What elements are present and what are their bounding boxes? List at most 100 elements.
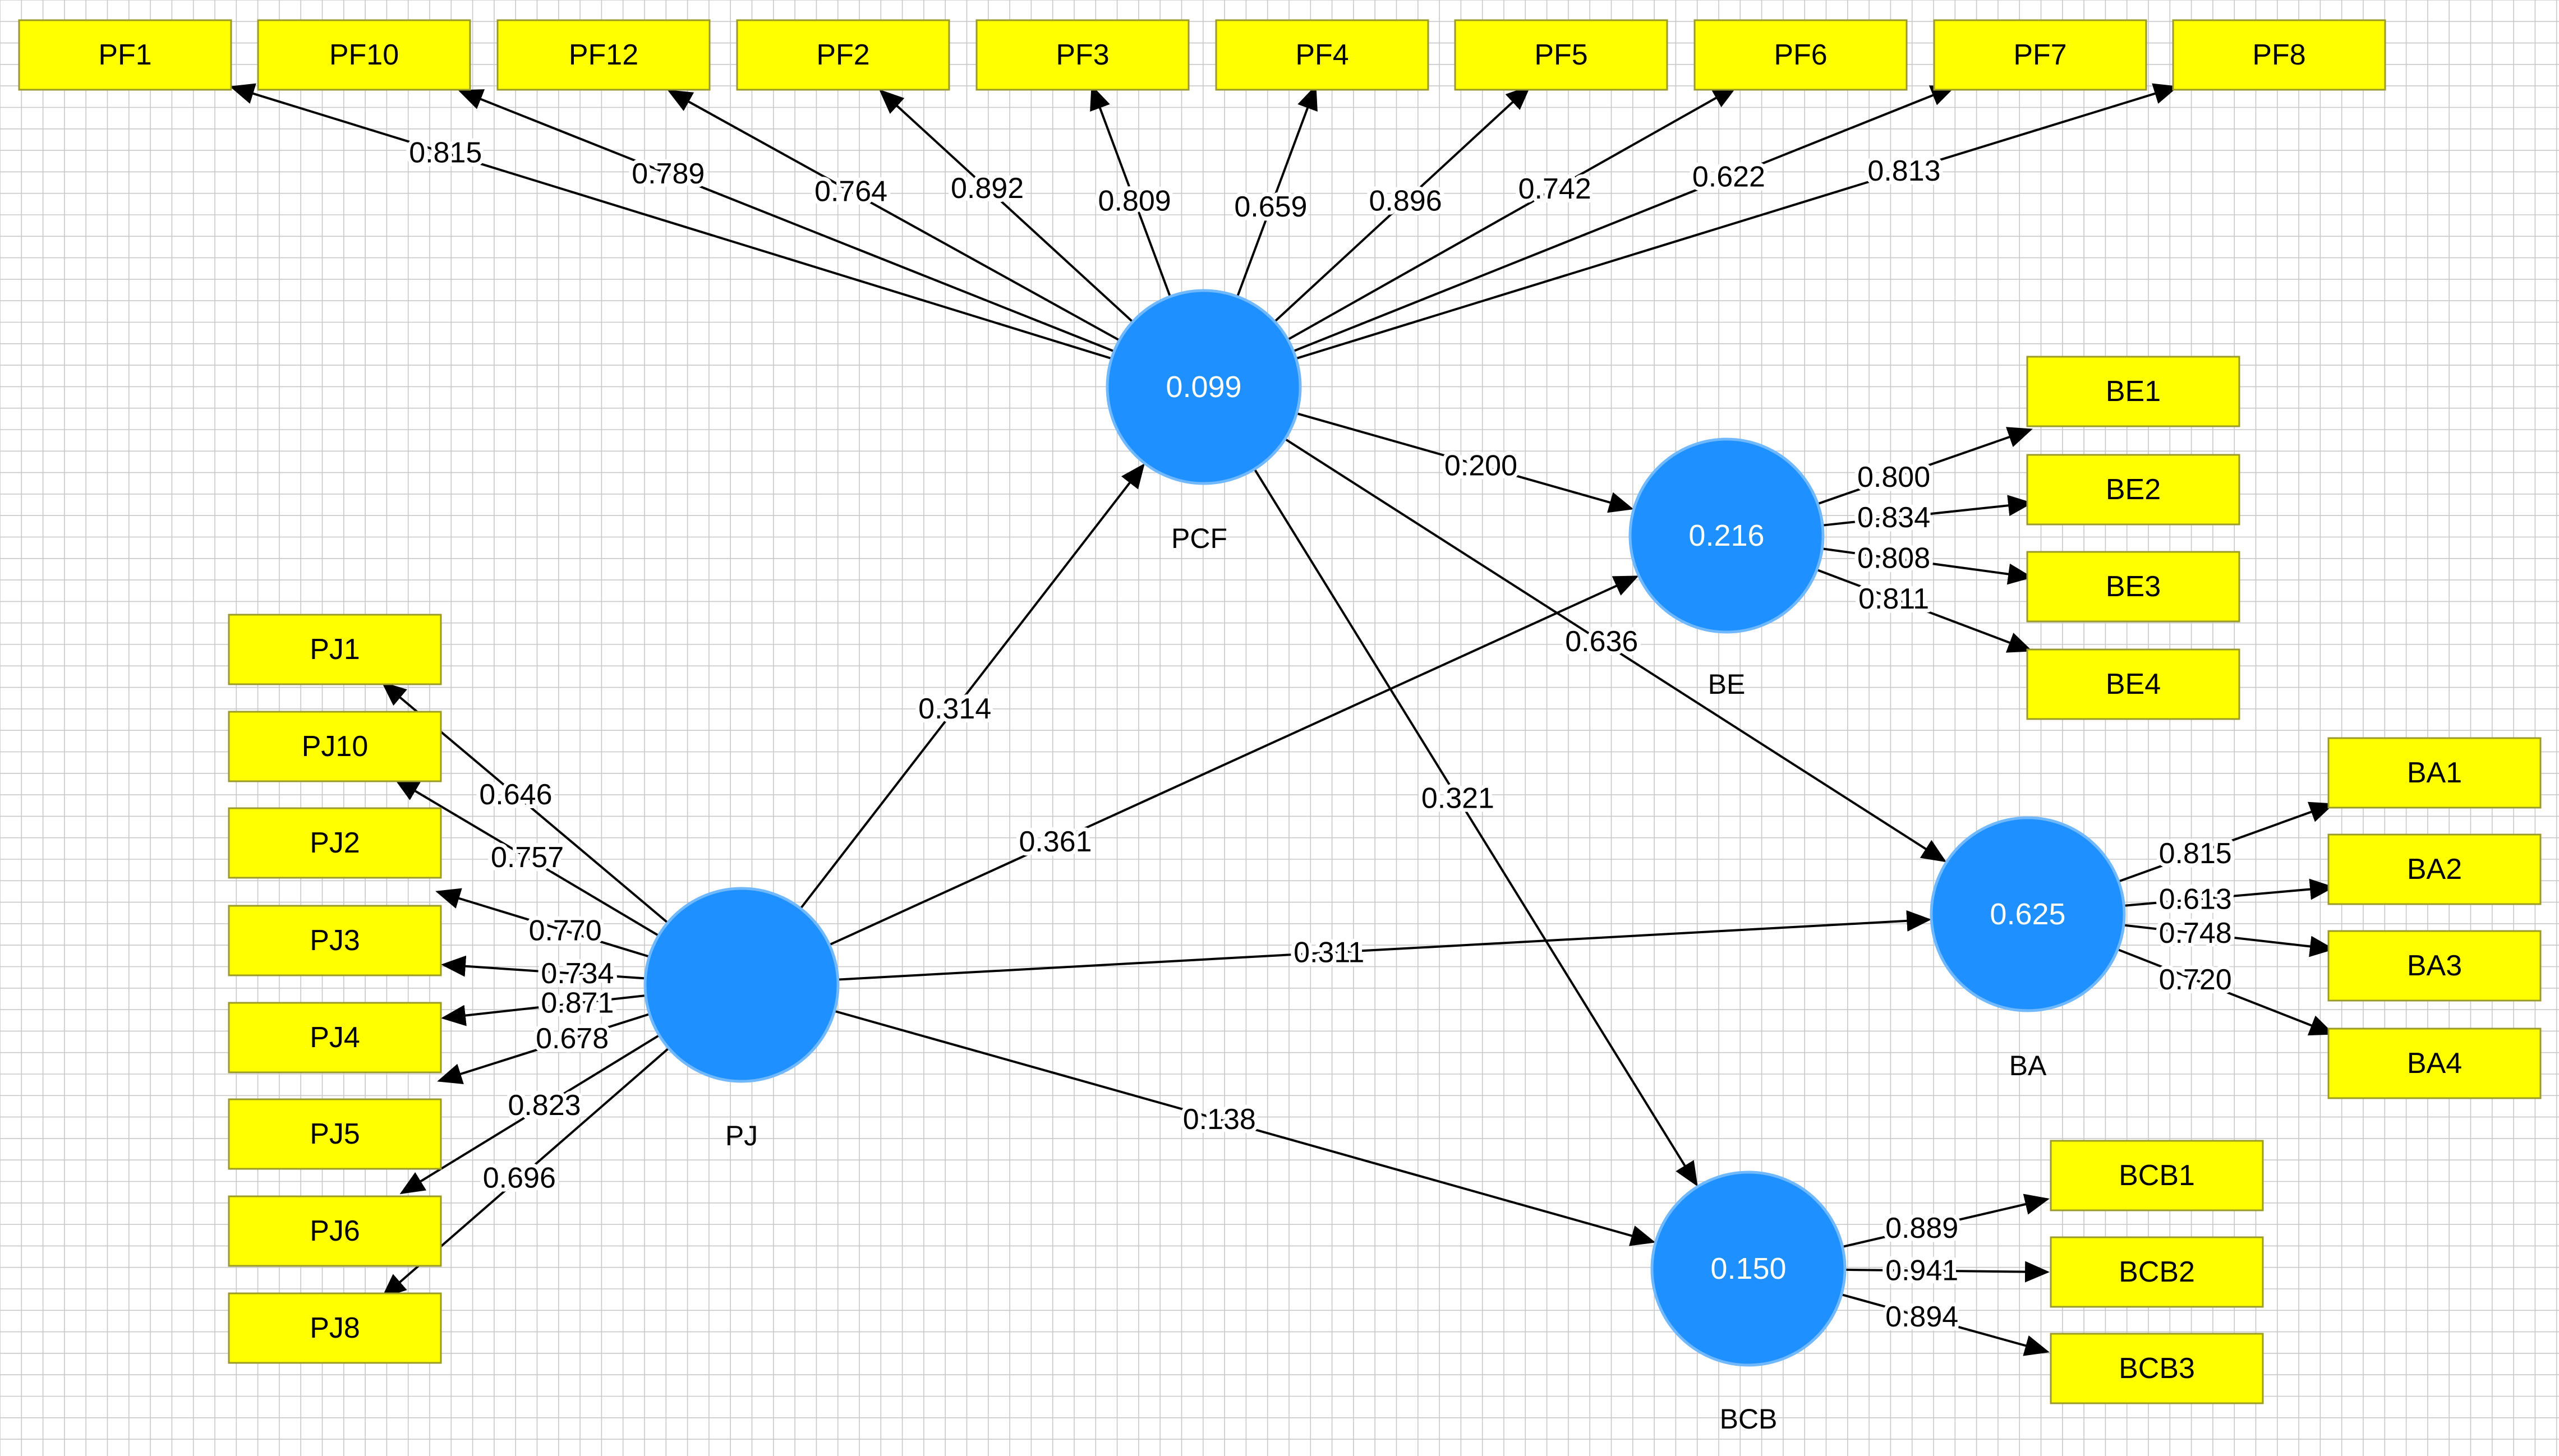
loading-label-pj10: 0.757	[491, 841, 564, 874]
loading-label-be4: 0.811	[1858, 583, 1929, 615]
path-arrow-pj-bcb	[834, 1010, 1656, 1246]
indicator-pf7[interactable]: PF7	[1933, 19, 2147, 91]
loading-label-pf3: 0.809	[1098, 185, 1171, 217]
r-squared-value: 0.625	[1990, 897, 2065, 931]
indicator-name: PJ8	[310, 1312, 360, 1344]
indicator-bcb2[interactable]: BCB2	[2050, 1236, 2264, 1308]
r-squared-value: 0.150	[1710, 1252, 1786, 1285]
loading-arrow-pj4	[441, 994, 646, 1026]
indicator-ba4[interactable]: BA4	[2327, 1028, 2542, 1099]
indicator-pf3[interactable]: PF3	[975, 19, 1190, 91]
path-coefficient-pj-ba: 0.311	[1294, 936, 1364, 969]
indicator-box	[228, 1098, 442, 1170]
loading-arrow-pj2	[435, 888, 650, 958]
loading-label-be2: 0.834	[1857, 501, 1930, 534]
indicator-name: PF3	[1056, 39, 1109, 71]
indicator-name: PJ5	[310, 1118, 360, 1150]
indicator-box	[2026, 356, 2240, 427]
loading-label-pf2: 0.892	[951, 172, 1024, 205]
indicator-box	[228, 1292, 442, 1364]
indicator-pj5[interactable]: PJ5	[228, 1098, 442, 1170]
indicator-pj1[interactable]: PJ1	[228, 614, 442, 685]
loading-arrow-pf2	[879, 89, 1134, 323]
indicator-box	[228, 807, 442, 879]
indicator-pj4[interactable]: PJ4	[228, 1002, 442, 1073]
indicator-name: BCB2	[2119, 1256, 2195, 1288]
loading-arrow-pf10	[458, 89, 1115, 353]
indicator-box	[2026, 454, 2240, 526]
path-arrow-pj-ba	[837, 910, 1932, 981]
indicator-pf6[interactable]: PF6	[1693, 19, 1908, 91]
indicator-box	[1454, 19, 1668, 91]
indicator-name: BE3	[2106, 570, 2161, 603]
construct-label: BE	[1708, 669, 1746, 700]
path-arrow-pcf-bcb	[1253, 468, 1698, 1187]
indicator-pf5[interactable]: PF5	[1454, 19, 1668, 91]
construct-label: PCF	[1171, 523, 1227, 554]
indicator-name: PJ1	[310, 633, 360, 666]
indicator-ba2[interactable]: BA2	[2327, 833, 2542, 905]
indicator-box	[2172, 19, 2386, 91]
loading-label-pj1: 0.646	[479, 778, 552, 811]
construct-circle	[1628, 437, 1825, 634]
indicator-box	[257, 19, 471, 91]
indicator-pj2[interactable]: PJ2	[228, 807, 442, 879]
construct-pj[interactable]: PJ	[643, 887, 840, 1151]
construct-label: PJ	[725, 1120, 758, 1151]
indicator-be3[interactable]: BE3	[2026, 551, 2240, 623]
loading-label-pj6: 0.823	[508, 1089, 581, 1122]
indicator-name: PF1	[98, 39, 151, 71]
loading-label-bcb2: 0.941	[1885, 1254, 1958, 1287]
loading-label-bcb1: 0.889	[1885, 1212, 1958, 1245]
loading-arrow-bcb3	[1841, 1293, 2050, 1356]
loading-arrow-ba2	[2124, 878, 2335, 907]
indicator-name: PF7	[2013, 39, 2066, 71]
indicator-ba1[interactable]: BA1	[2327, 737, 2542, 809]
indicator-pj8[interactable]: PJ8	[228, 1292, 442, 1364]
indicator-pj10[interactable]: PJ10	[228, 711, 442, 782]
path-coefficient-pcf-be: 0.200	[1444, 449, 1517, 482]
indicator-bcb1[interactable]: BCB1	[2050, 1140, 2264, 1211]
indicator-box	[2327, 737, 2542, 809]
indicator-be2[interactable]: BE2	[2026, 454, 2240, 526]
indicator-box	[18, 19, 232, 91]
path-coefficient-pcf-ba: 0.636	[1565, 625, 1638, 658]
indicator-pf4[interactable]: PF4	[1215, 19, 1429, 91]
indicator-name: PJ2	[310, 827, 360, 859]
loading-label-ba2: 0.613	[2159, 883, 2232, 916]
indicator-be1[interactable]: BE1	[2026, 356, 2240, 427]
path-arrow-pj-be	[829, 575, 1639, 946]
indicator-pf8[interactable]: PF8	[2172, 19, 2386, 91]
path-coefficient-pj-pcf: 0.314	[918, 693, 991, 725]
indicator-be4[interactable]: BE4	[2026, 648, 2240, 720]
loading-arrow-pf1	[229, 83, 1112, 360]
indicator-pf10[interactable]: PF10	[257, 19, 471, 91]
indicator-box	[228, 1002, 442, 1073]
indicator-pj6[interactable]: PJ6	[228, 1195, 442, 1267]
loading-arrow-pj10	[394, 778, 660, 937]
construct-circle	[1650, 1171, 1847, 1367]
loading-label-ba4: 0.720	[2159, 964, 2232, 996]
indicator-name: PF8	[2252, 39, 2305, 71]
indicator-pf2[interactable]: PF2	[736, 19, 950, 91]
loading-arrow-be1	[1817, 427, 2033, 505]
indicator-pf1[interactable]: PF1	[18, 19, 232, 91]
loading-arrow-bcb1	[1842, 1194, 2050, 1248]
indicator-bcb3[interactable]: BCB3	[2050, 1333, 2264, 1404]
construct-circle	[1106, 289, 1302, 485]
indicator-name: BA3	[2407, 950, 2462, 982]
indicator-pj3[interactable]: PJ3	[228, 905, 442, 976]
indicator-box	[496, 19, 711, 91]
indicator-ba3[interactable]: BA3	[2327, 930, 2542, 1002]
loading-arrow-pf5	[1274, 85, 1531, 322]
indicator-box	[2327, 1028, 2542, 1099]
loading-label-bcb3: 0.894	[1885, 1301, 1958, 1333]
indicator-pf12[interactable]: PF12	[496, 19, 711, 91]
nodes: PF1 PF10 PF12 PF2 PF3 PF4 PF5 PF6 PF7 PF8BE1BE2BE…	[18, 19, 2542, 1435]
loading-arrow-ba3	[2123, 924, 2335, 957]
